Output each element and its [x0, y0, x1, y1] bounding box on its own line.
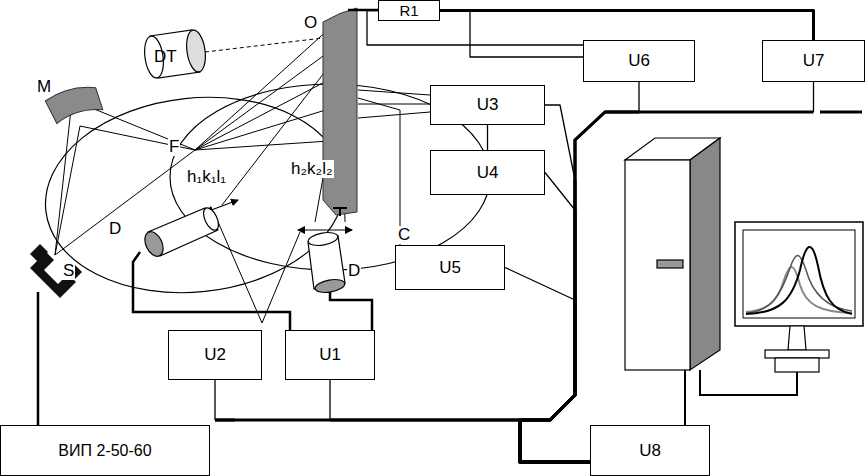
wire — [520, 210, 590, 462]
unit-box: U6 — [583, 40, 695, 82]
part-label: h₂k₂l₂ — [290, 160, 334, 178]
detector — [307, 230, 346, 294]
part-label: h₁k₁l₁ — [186, 168, 227, 186]
unit-label: U7 — [803, 51, 825, 71]
wire — [329, 380, 330, 420]
sensor-beam — [205, 38, 323, 52]
wire — [215, 420, 590, 462]
unit-box: U5 — [395, 245, 505, 290]
monitor-cable — [700, 370, 797, 395]
unit-label: U6 — [628, 51, 650, 71]
part-label: D — [347, 262, 361, 280]
unit-box: R1 — [378, 0, 440, 21]
unit-box: U4 — [430, 150, 545, 195]
wire — [545, 173, 575, 211]
part-label: C — [397, 226, 411, 244]
part-label: M — [36, 78, 52, 96]
wire — [440, 11, 814, 41]
wire — [505, 268, 575, 301]
unit-label: R1 — [399, 2, 418, 19]
connector — [520, 82, 814, 462]
bus-line — [820, 111, 862, 114]
wire — [638, 82, 639, 112]
computer-cable — [684, 370, 686, 425]
unit-label: U5 — [439, 258, 461, 278]
crystal-holder — [333, 208, 347, 216]
connector — [440, 11, 583, 58]
monitor — [735, 222, 863, 372]
part-label: S — [62, 262, 75, 280]
mirror — [44, 82, 103, 126]
sensor-cylinder — [142, 29, 208, 79]
unit-box: U7 — [762, 40, 865, 82]
unit-label: ВИП 2-50-60 — [58, 442, 151, 460]
detector-cable — [133, 252, 372, 330]
unit-label: U1 — [319, 345, 341, 365]
unit-label: U4 — [477, 163, 499, 183]
detector — [141, 206, 221, 260]
wire — [520, 112, 814, 462]
focusing-circle — [36, 83, 355, 307]
x-ray-tube — [30, 244, 82, 298]
wire — [520, 180, 590, 462]
wire — [813, 82, 814, 112]
part-label: F — [168, 138, 180, 156]
connector — [520, 173, 590, 463]
connector — [440, 11, 814, 41]
wire — [487, 125, 488, 150]
x-ray-paths — [55, 28, 345, 323]
part-label: O — [303, 14, 318, 32]
wire — [330, 420, 590, 462]
unit-box: U3 — [430, 85, 545, 125]
unit-label: U8 — [639, 441, 661, 461]
part-label: DT — [153, 48, 178, 66]
crystal — [323, 8, 357, 215]
part-label: D — [108, 220, 122, 238]
power-cable — [37, 292, 40, 425]
unit-box: U1 — [285, 330, 375, 380]
unit-box: U8 — [590, 425, 710, 476]
wire — [440, 11, 583, 58]
signal-wire — [358, 90, 430, 245]
rotation-arrow — [298, 229, 352, 230]
unit-label: U3 — [477, 95, 499, 115]
unit-box: U2 — [168, 330, 262, 380]
unit-box: ВИП 2-50-60 — [0, 425, 210, 476]
computer-tower — [625, 138, 720, 370]
connector — [505, 268, 590, 463]
connector — [520, 82, 639, 462]
wire — [520, 300, 590, 462]
connector — [487, 125, 488, 150]
unit-label: U2 — [204, 345, 226, 365]
wire — [545, 105, 575, 180]
connector — [330, 380, 590, 462]
connector — [215, 380, 590, 462]
wire — [214, 380, 215, 420]
